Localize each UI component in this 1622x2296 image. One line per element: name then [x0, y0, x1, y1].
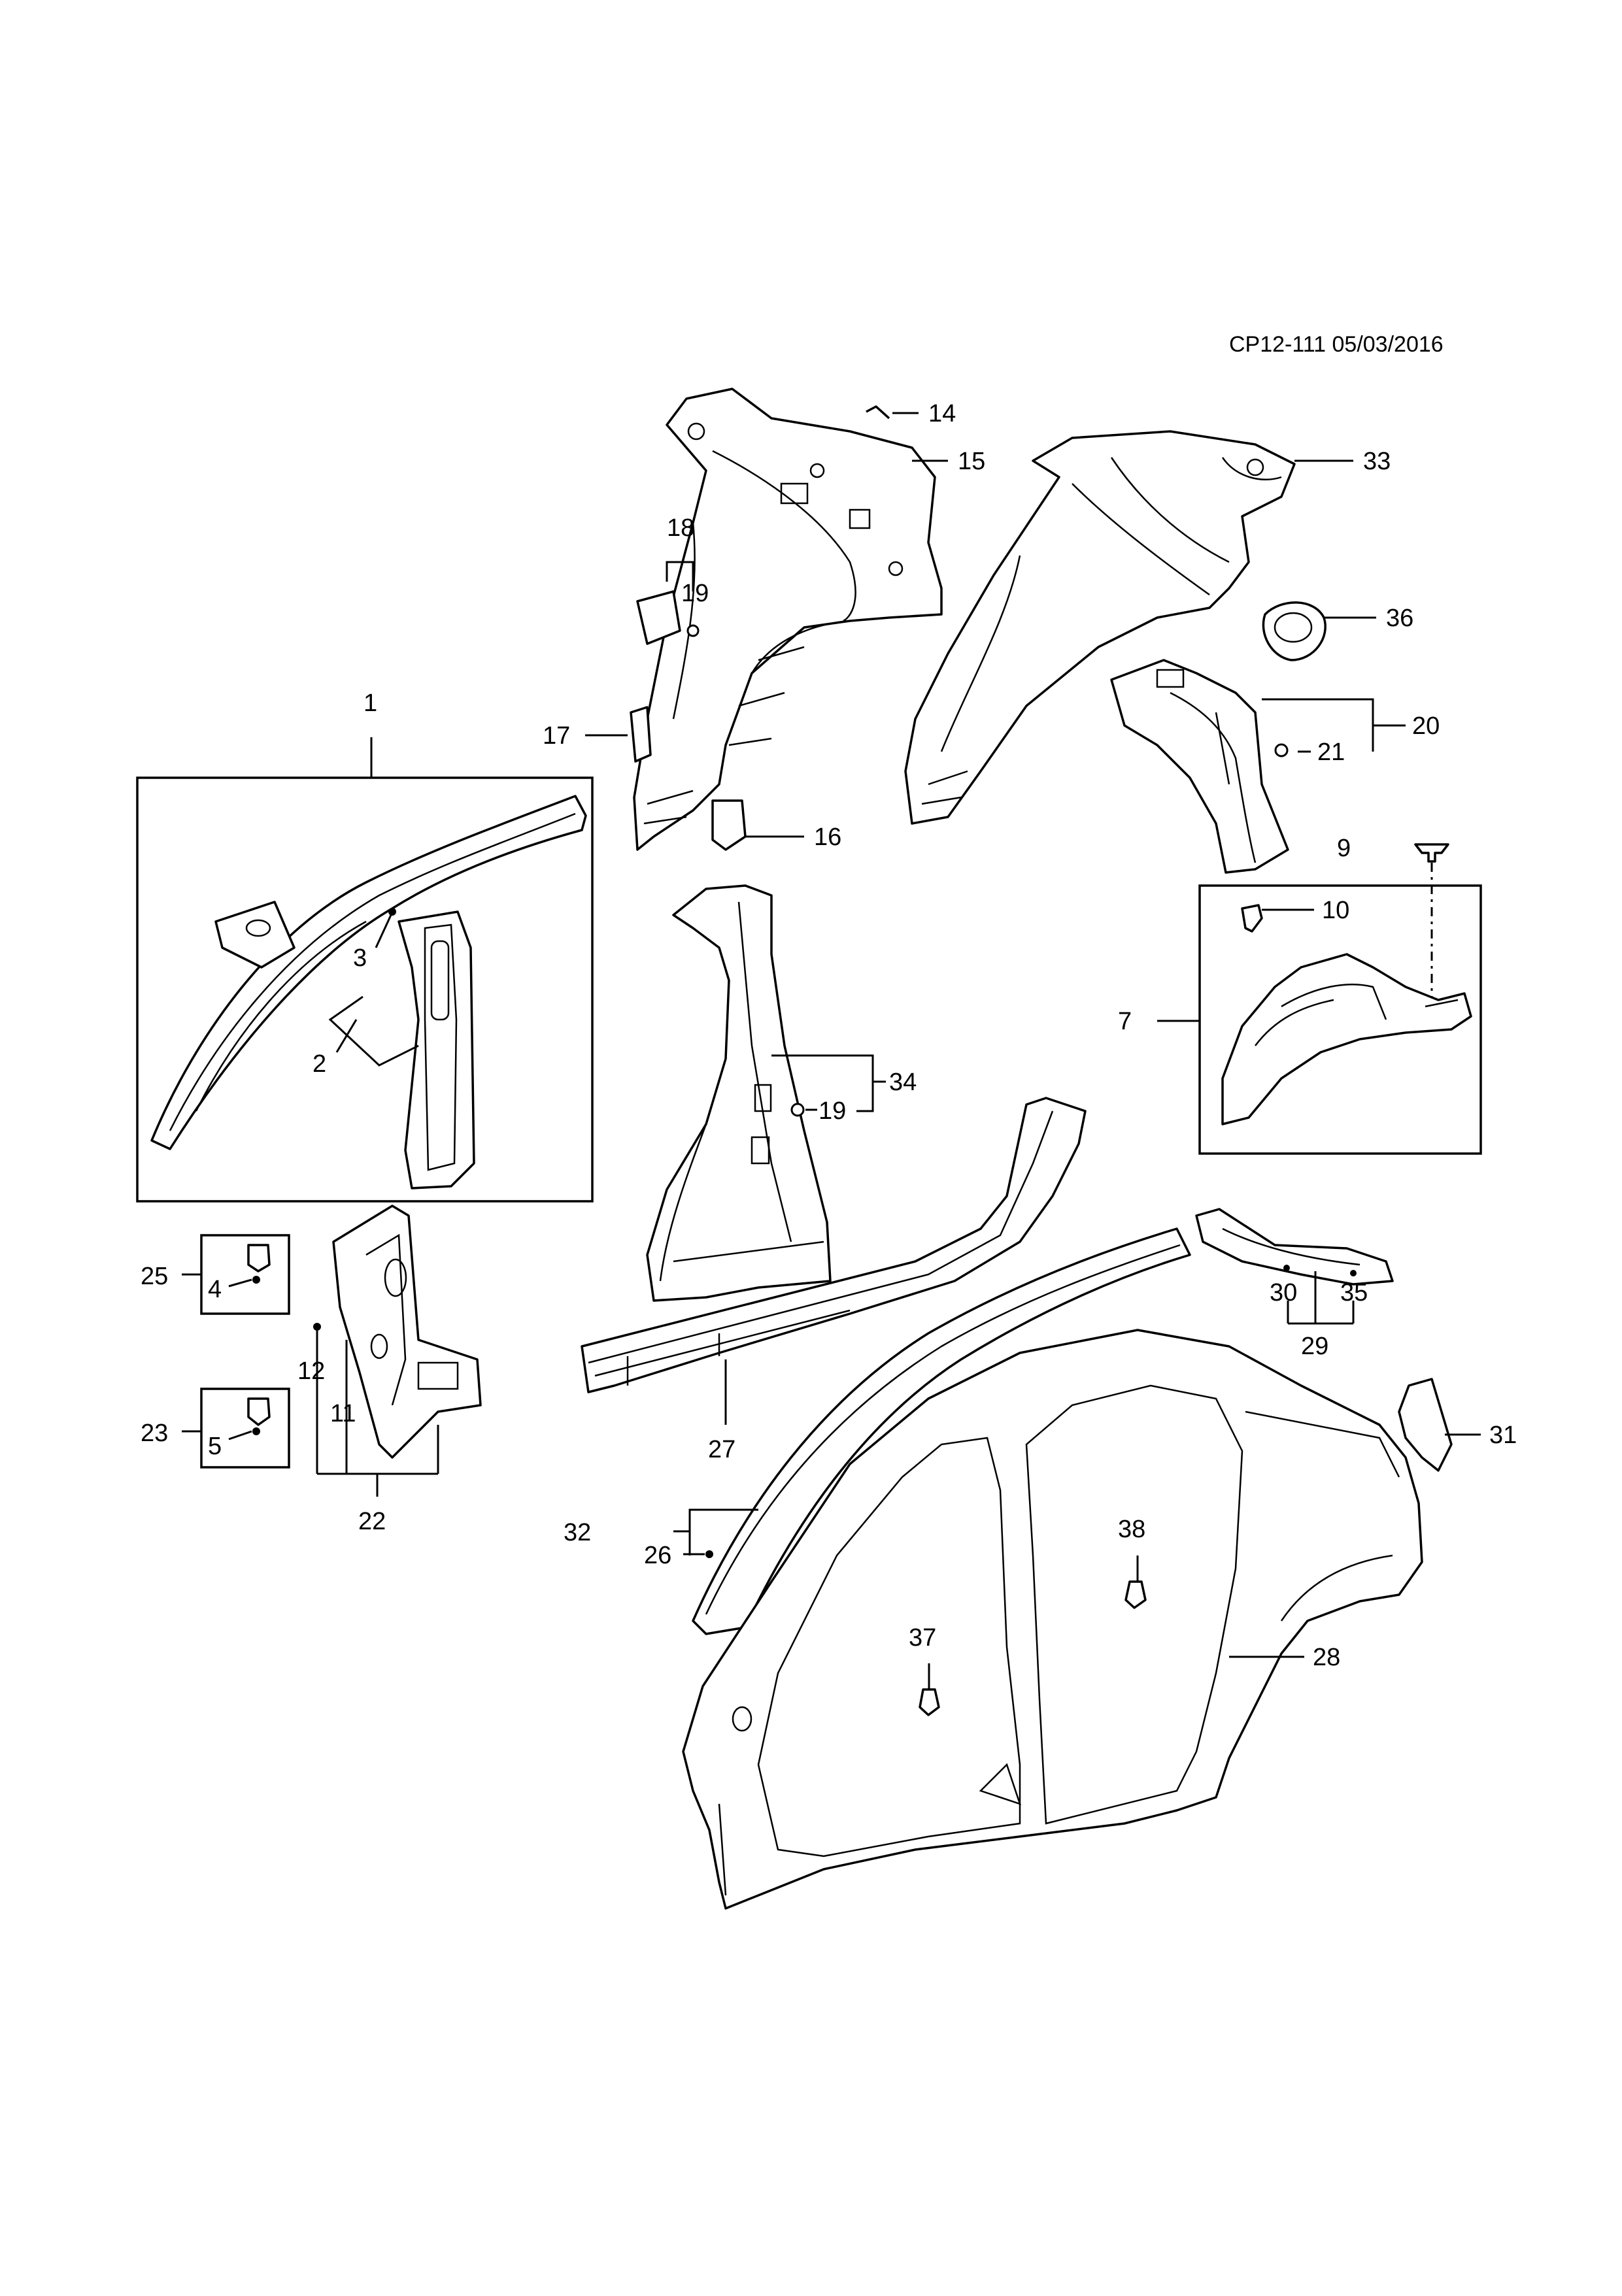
callout-14: 14: [928, 400, 956, 427]
callout-22: 22: [358, 1508, 386, 1535]
callout-25: 25: [141, 1263, 168, 1290]
wheelhouse-part: [1110, 659, 1289, 874]
quarter-inner-left: [633, 388, 943, 851]
group-box-23: [200, 1388, 290, 1469]
callout-4: 4: [208, 1276, 222, 1303]
callout-21: 21: [1317, 739, 1345, 766]
callout-1: 1: [363, 690, 377, 717]
callout-11: 11: [330, 1400, 356, 1427]
group-box-1: [136, 776, 594, 1203]
callout-37: 37: [909, 1624, 936, 1652]
callout-30: 30: [1270, 1279, 1297, 1306]
callout-28: 28: [1313, 1644, 1340, 1671]
callout-34: 34: [889, 1069, 917, 1096]
roof-rail-part: [150, 795, 587, 1150]
callout-35: 35: [1340, 1279, 1368, 1306]
lamp-bracket-part: [1195, 1208, 1394, 1286]
callout-5: 5: [208, 1433, 222, 1460]
callout-9: 9: [1337, 835, 1351, 862]
group-box-7: [1198, 884, 1482, 1155]
callout-2: 2: [313, 1050, 326, 1078]
callout-36: 36: [1386, 605, 1413, 632]
callout-19-upper: 19: [681, 580, 709, 607]
callout-23: 23: [141, 1420, 168, 1447]
callout-31: 31: [1489, 1422, 1517, 1449]
callout-3: 3: [353, 944, 367, 972]
b-pillar-reinf-part: [646, 884, 832, 1302]
callout-33: 33: [1363, 448, 1391, 475]
callout-19-lower: 19: [819, 1097, 846, 1125]
box7-bracket-part: [1221, 953, 1472, 1125]
callout-10: 10: [1322, 897, 1349, 924]
body-side-part: [682, 1329, 1423, 1910]
callout-12: 12: [297, 1357, 325, 1385]
callout-15: 15: [958, 448, 985, 475]
quarter-inner-right: [904, 430, 1296, 825]
callout-18: 18: [667, 514, 694, 542]
callout-17: 17: [543, 722, 570, 750]
side-rail-part: [692, 1227, 1191, 1635]
callout-20: 20: [1412, 712, 1440, 740]
diagram-code: CP12-111 05/03/2016: [1229, 332, 1444, 357]
callout-32: 32: [564, 1519, 591, 1546]
fuel-door-part: [1262, 601, 1326, 661]
callout-38: 38: [1118, 1516, 1145, 1543]
callout-16: 16: [814, 824, 841, 851]
rocker-part: [581, 1097, 1087, 1393]
callout-7: 7: [1118, 1008, 1132, 1035]
group-roof-rail: [136, 737, 594, 1203]
a-pillar-lower-part: [332, 1205, 482, 1459]
callout-27: 27: [708, 1436, 735, 1463]
callout-26: 26: [644, 1542, 671, 1569]
callout-29: 29: [1301, 1333, 1328, 1360]
